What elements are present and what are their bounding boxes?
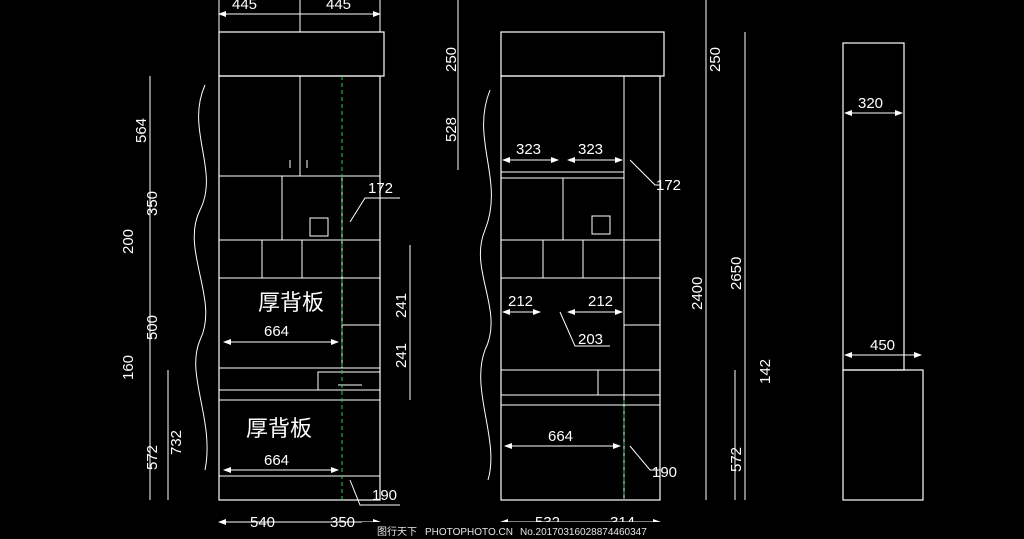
label-thick-back-panel-upper: 厚背板: [258, 291, 324, 316]
dim-323-b: 323: [578, 141, 603, 158]
dim-241-bottom: 241: [393, 343, 410, 368]
dim-241-top: 241: [393, 293, 410, 318]
dim-320: 320: [858, 95, 883, 112]
watermark-site-en: PHOTOPHOTO.CN: [425, 527, 513, 538]
dim-top-left-1: 445: [232, 0, 257, 13]
dim-top-left-2: 445: [326, 0, 351, 13]
dim-450: 450: [870, 337, 895, 354]
dim-190-left: 190: [372, 487, 397, 504]
dim-500: 500: [144, 315, 161, 340]
dim-190-middle: 190: [652, 464, 677, 481]
dim-160: 160: [120, 355, 137, 380]
dim-664-upper: 664: [264, 323, 289, 340]
dim-250-left: 250: [443, 47, 460, 72]
dim-540: 540: [250, 514, 275, 531]
dim-203: 203: [578, 331, 603, 348]
label-thick-back-panel-lower: 厚背板: [246, 417, 312, 442]
dim-212-b: 212: [588, 293, 613, 310]
dim-350-bottom: 350: [330, 514, 355, 531]
dim-250-right: 250: [707, 47, 724, 72]
dim-564: 564: [133, 118, 150, 143]
dim-172-left: 172: [368, 180, 393, 197]
dim-732: 732: [168, 430, 185, 455]
dim-572-right: 572: [728, 447, 745, 472]
watermark-site: 图行天下: [377, 525, 417, 538]
dim-142: 142: [757, 359, 774, 384]
dim-212-a: 212: [508, 293, 533, 310]
dim-200: 200: [120, 229, 137, 254]
dim-528: 528: [443, 117, 460, 142]
dim-664-middle: 664: [548, 428, 573, 445]
dim-172-middle: 172: [656, 177, 681, 194]
dim-2400: 2400: [689, 277, 706, 310]
dim-664-lower: 664: [264, 452, 289, 469]
watermark: 图行天下 PHOTOPHOTO.CN No.201703160288744603…: [362, 522, 662, 539]
middle-front-view: [457, 0, 746, 525]
watermark-id: No.20170316028874460347: [520, 527, 647, 538]
dim-572-left: 572: [144, 445, 161, 470]
dim-350: 350: [144, 191, 161, 216]
dim-323-a: 323: [516, 141, 541, 158]
side-view: [842, 42, 924, 501]
left-front-view: [149, 0, 411, 525]
dim-2650: 2650: [728, 257, 745, 290]
